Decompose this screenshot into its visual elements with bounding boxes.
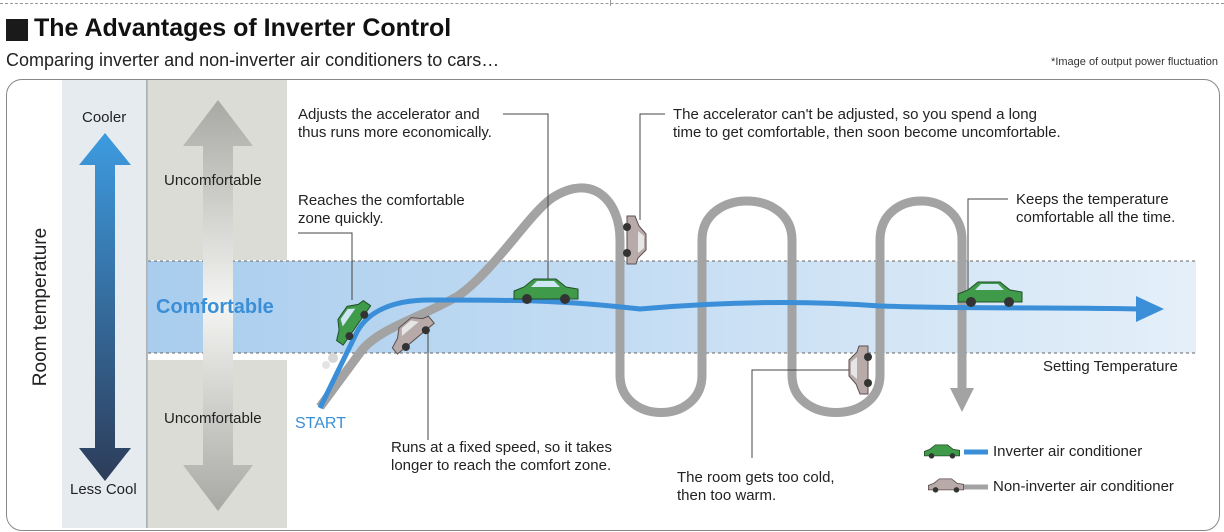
non-inverter-car-climbing-icon	[848, 345, 872, 395]
legend-non-inverter-car-icon	[927, 478, 965, 493]
inverter-arrowhead	[1136, 296, 1164, 322]
start-label: START	[295, 415, 346, 432]
comfort-range-arrow	[183, 100, 253, 511]
inverter-car-rising-icon	[336, 300, 372, 346]
leader-accelerator	[503, 113, 549, 287]
non-inverter-car-rising-icon	[391, 315, 435, 355]
temperature-axis-arrow	[79, 133, 131, 481]
title-square-icon	[6, 19, 28, 41]
leader-keeps	[967, 198, 1008, 290]
legend-inverter-car-icon	[923, 444, 961, 459]
inverter-car-cruise-icon	[957, 281, 1023, 307]
axis-bottom-label: Less Cool	[70, 481, 137, 498]
inverter-car-top-icon	[513, 278, 579, 304]
leader-cant-adjust	[639, 113, 665, 220]
leader-reaches	[298, 232, 353, 300]
axis-label: Room temperature	[30, 227, 51, 387]
non-inverter-path	[316, 183, 967, 417]
legend-inverter-label: Inverter air conditioner	[993, 443, 1143, 460]
footnote: *Image of output power fluctuation	[1051, 56, 1218, 68]
upper-zone-label: Uncomfortable	[164, 172, 262, 189]
annotation-too-cold: The room gets too cold,then too warm.	[677, 469, 835, 504]
annotation-cant-adjust: The accelerator can't be adjusted, so yo…	[673, 106, 1061, 141]
non-inverter-car-descending-icon	[623, 215, 647, 265]
top-dashed-rule	[0, 3, 1224, 4]
non-inverter-arrowhead	[950, 388, 974, 412]
exhaust-puff-icon	[322, 353, 338, 369]
axis-top-label: Cooler	[82, 109, 127, 126]
page-subtitle: Comparing inverter and non-inverter air …	[6, 50, 500, 70]
inverter-path	[317, 297, 1139, 410]
top-dashed-tick	[610, 0, 611, 6]
leader-too-cold	[751, 369, 858, 458]
lower-zone-label: Uncomfortable	[164, 410, 262, 427]
comfortable-label: Comfortable	[156, 296, 274, 318]
legend-non-inverter-label: Non-inverter air conditioner	[993, 478, 1174, 495]
setting-temperature-label: Setting Temperature	[1043, 358, 1178, 375]
page-title: The Advantages of Inverter Control	[34, 14, 452, 42]
